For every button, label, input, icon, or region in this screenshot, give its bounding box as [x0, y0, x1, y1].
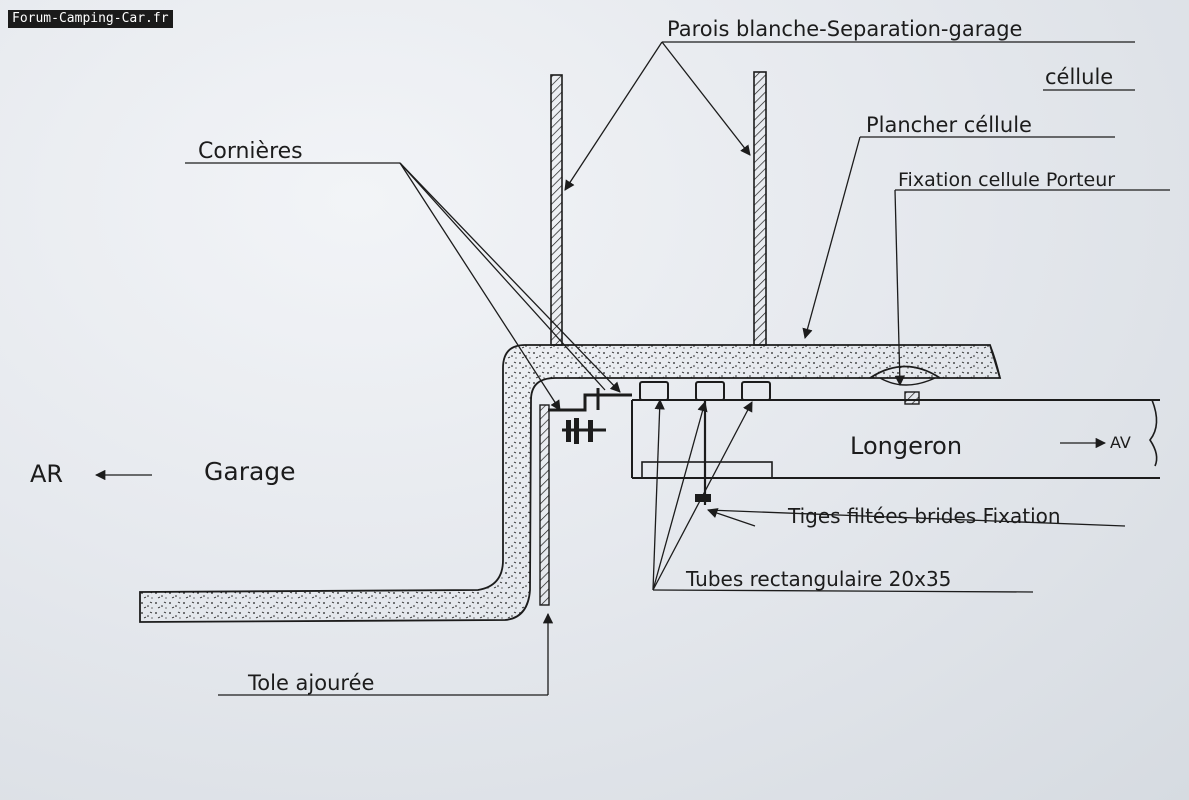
label-garage: Garage	[204, 457, 296, 486]
label-tiges: Tiges filtées brides Fixation	[787, 504, 1061, 528]
fixation-point	[869, 365, 941, 405]
tube	[741, 381, 771, 401]
label-tole: Tole ajourée	[247, 671, 374, 695]
label-ar: AR	[30, 460, 63, 488]
tube	[639, 381, 669, 401]
wall-right	[753, 71, 767, 346]
label-longeron: Longeron	[850, 432, 962, 460]
label-parois-cellule: céllule	[1045, 65, 1113, 89]
label-cornieres: Cornières	[198, 139, 303, 164]
separation-walls	[550, 71, 767, 346]
label-parois: Parois blanche-Separation-garage	[667, 17, 1022, 41]
labels: Parois blanche-Separation-garage céllule…	[30, 17, 1131, 695]
chassis-rail	[631, 399, 1160, 505]
clamp-plate	[641, 461, 773, 479]
perforated-sheet	[539, 404, 550, 606]
floor-slab	[139, 344, 1002, 623]
rectangular-tubes	[639, 381, 771, 401]
label-tubes: Tubes rectangulaire 20x35	[685, 567, 951, 591]
corner-brackets	[548, 388, 632, 444]
label-plancher: Plancher céllule	[866, 113, 1032, 137]
label-fixation: Fixation cellule Porteur	[898, 169, 1115, 191]
tube	[695, 381, 725, 401]
bolt-icon	[562, 418, 606, 444]
leader-lines	[94, 41, 1170, 696]
watermark: Forum-Camping-Car.fr	[8, 10, 173, 28]
cell-floor	[139, 344, 1002, 623]
label-av: AV	[1110, 433, 1131, 452]
wall-left	[550, 74, 563, 346]
